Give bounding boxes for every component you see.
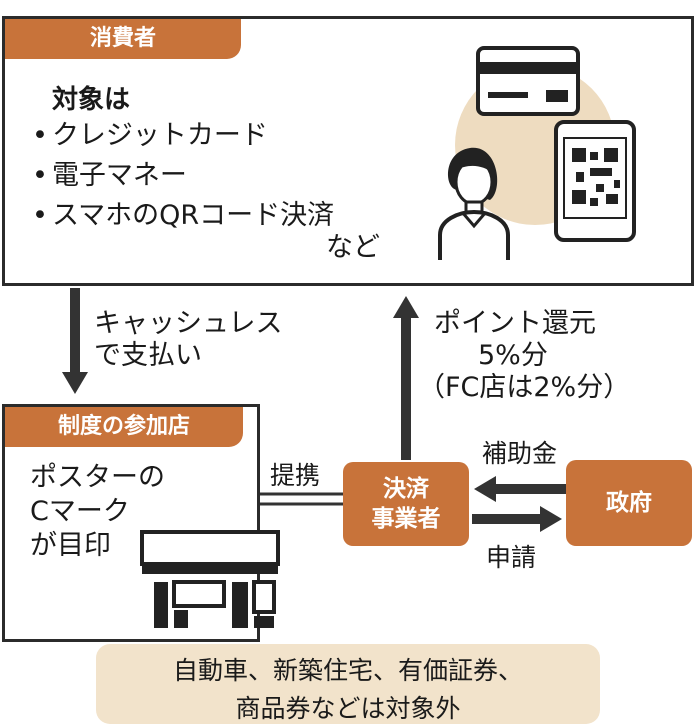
arrow-subsidy-left — [474, 476, 568, 502]
pay-label-line2: で支払い — [94, 340, 202, 371]
arrow-points-up — [393, 296, 419, 460]
store-icon — [140, 530, 280, 628]
exclusion-line1: 自動車、新築住宅、有価証券、 — [172, 656, 523, 685]
subsidy-label: 補助金 — [482, 439, 558, 468]
payment-operator-line2: 事業者 — [371, 506, 441, 532]
credit-card-icon — [476, 46, 580, 116]
store-line2: Cマーク — [30, 496, 130, 527]
point-label-line3: （FC店は2%分） — [418, 372, 631, 403]
government-label: 政府 — [606, 490, 652, 516]
store-line1: ポスターの — [30, 462, 165, 493]
target-item-credit-card: クレジットカード — [32, 118, 268, 154]
store-tag: 制度の参加店 — [5, 407, 243, 447]
flow-arrows — [62, 288, 568, 532]
smartphone-qr-icon — [554, 120, 636, 242]
target-item-qr-payment: スマホのQRコード決済 — [32, 198, 334, 234]
point-label-line2: 5%分 — [478, 340, 548, 371]
apply-label: 申請 — [486, 543, 537, 572]
target-item-e-money: 電子マネー — [32, 158, 187, 194]
government-box: 政府 — [566, 460, 692, 546]
arrow-apply-right — [472, 506, 562, 532]
exclusion-note: 自動車、新築住宅、有価証券、 商品券などは対象外 — [96, 644, 600, 724]
person-icon — [438, 147, 510, 260]
store-line3: が目印 — [30, 530, 111, 561]
link-store-operator — [258, 492, 343, 506]
point-label-line1: ポイント還元 — [434, 308, 596, 339]
target-heading: 対象は — [52, 85, 131, 115]
payment-operator-line1: 決済 — [383, 476, 429, 502]
partner-label: 提携 — [270, 461, 321, 490]
payment-operator-box: 決済 事業者 — [343, 462, 469, 546]
target-items-suffix: など — [326, 232, 380, 263]
pay-label-line1: キャッシュレス — [94, 308, 283, 339]
consumer-tag: 消費者 — [5, 19, 241, 59]
arrow-pay-down — [62, 288, 88, 394]
consumer-illustration — [438, 46, 636, 260]
